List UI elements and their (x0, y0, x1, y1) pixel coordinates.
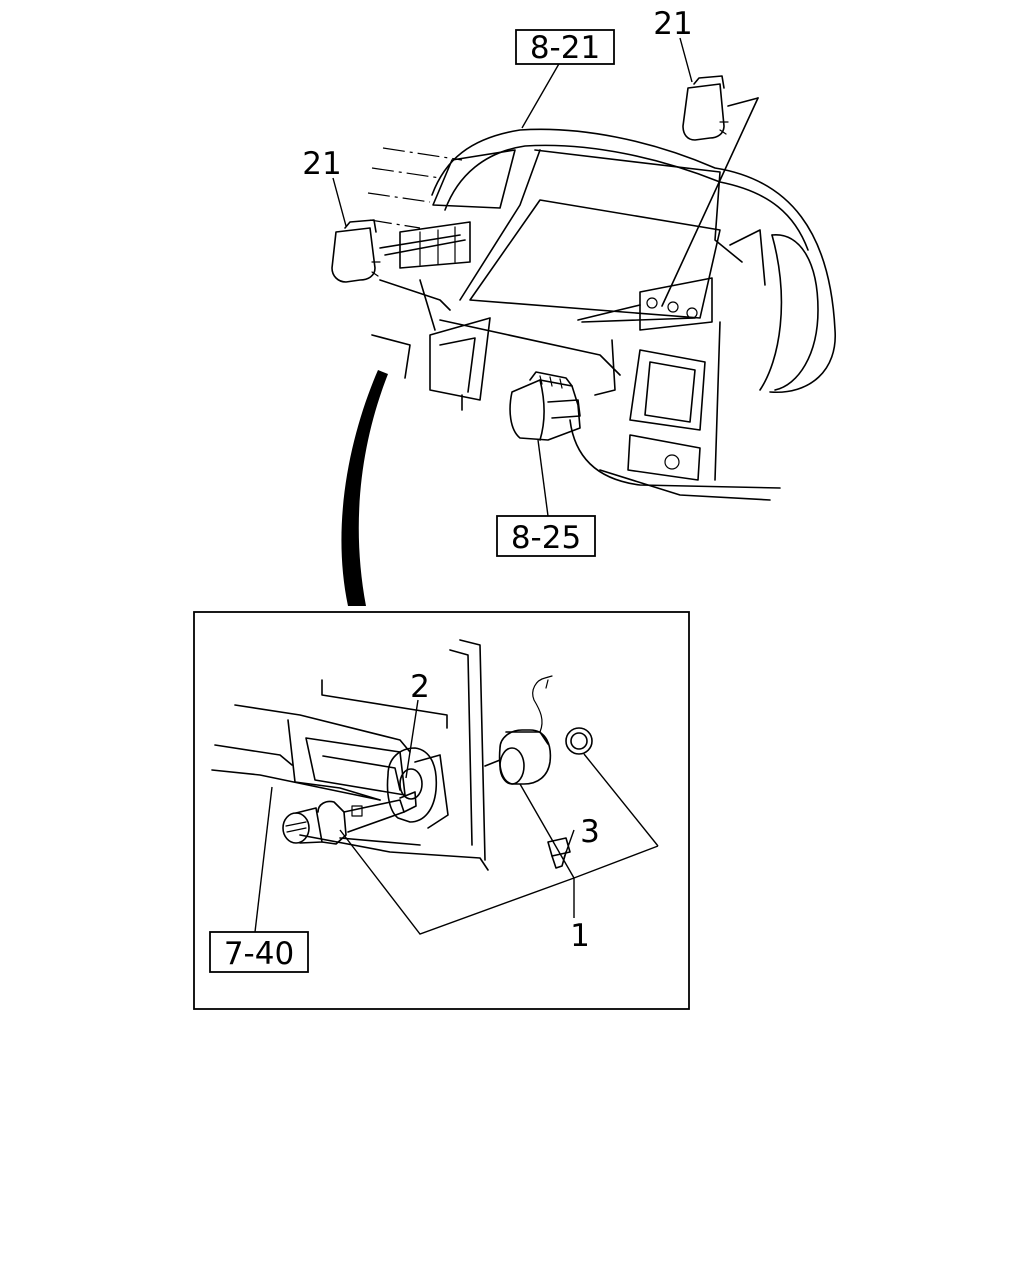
part-1-lighter-plug (282, 791, 417, 845)
instrument-panel (367, 97, 836, 501)
leader-part-3-bolt (563, 829, 575, 859)
svg-text:8-25: 8-25 (511, 520, 581, 556)
label-8-21: 8-21 (515, 29, 615, 66)
switch-21-left (331, 219, 381, 283)
part-3-ring (565, 727, 593, 755)
leader-7-40 (254, 786, 273, 933)
part-1-socket-body (484, 675, 553, 785)
switch-21-right (682, 75, 729, 141)
leader-8-25 (537, 439, 549, 517)
leader-part-2 (405, 699, 419, 779)
label-part-3: 3 (580, 814, 600, 850)
detail-frame (193, 611, 690, 1010)
leader-part-3-ring (583, 753, 659, 847)
part-3-bolt (547, 837, 571, 869)
detail-panel (211, 639, 489, 871)
label-8-25: 8-25 (496, 515, 596, 557)
leader-21-left (332, 177, 347, 227)
leader-21-right (679, 37, 693, 83)
leader-8-21 (521, 61, 561, 129)
svg-text:8-21: 8-21 (530, 30, 600, 66)
leader-part-1 (339, 783, 659, 935)
label-part-2: 2 (410, 669, 430, 705)
label-21-right: 21 (653, 6, 692, 42)
connector-8-25 (509, 371, 581, 441)
label-7-40: 7-40 (209, 931, 309, 973)
label-21-left: 21 (302, 146, 341, 182)
part-2-bezel (386, 747, 438, 823)
svg-text:7-40: 7-40 (224, 936, 294, 972)
label-part-1: 1 (570, 918, 590, 954)
detail-pointer-arrow (341, 370, 388, 606)
